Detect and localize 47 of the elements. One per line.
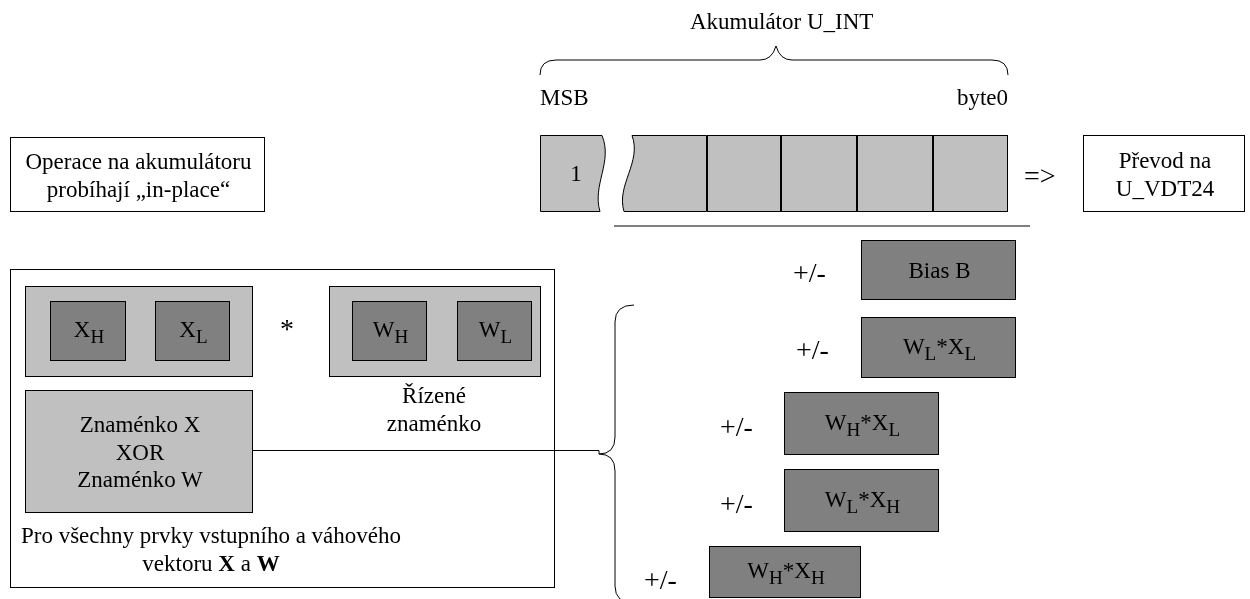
accumulator-cell bbox=[707, 135, 781, 212]
arrow-sign: => bbox=[1024, 159, 1056, 193]
box-text: X$_{H}$ bbox=[73, 316, 105, 348]
sign-label: +/- bbox=[793, 256, 826, 290]
byte-box bbox=[457, 301, 532, 361]
box-text: W$_{L}$*X$_{L}$ bbox=[902, 332, 977, 365]
byte-box bbox=[155, 301, 230, 361]
byte-box bbox=[50, 301, 126, 361]
box-text: W$_{L}$*X$_{H}$ bbox=[824, 485, 901, 518]
operand-box bbox=[784, 469, 939, 532]
loop-frame bbox=[10, 269, 555, 588]
accumulator-cell bbox=[781, 135, 857, 212]
operator-sign: * bbox=[280, 312, 294, 346]
sign-label: +/- bbox=[796, 333, 829, 367]
sign-label: +/- bbox=[720, 410, 753, 444]
operand-box bbox=[709, 546, 861, 598]
caption-text: Pro všechny prvky vstupního a váhového vektoru X a W bbox=[19, 522, 403, 578]
conversion-box bbox=[1083, 135, 1245, 212]
sign-box bbox=[25, 390, 253, 513]
caption-text: Znaménko X XOR Znaménko W bbox=[76, 411, 204, 494]
box-text: W$_{H}$*X$_{L}$ bbox=[824, 408, 901, 441]
box-text: Operace na akumulátoru probíhají „in-place“ bbox=[24, 147, 253, 204]
box-text: W$_{H}$ bbox=[372, 316, 409, 348]
connector-line bbox=[251, 450, 600, 455]
bit-label: byte0 bbox=[956, 84, 1008, 112]
box-text: Bias B bbox=[908, 257, 971, 285]
sign-label: +/- bbox=[644, 563, 677, 597]
accumulator-cell bbox=[933, 135, 1008, 212]
operand-box bbox=[861, 240, 1016, 300]
weight-group-box bbox=[329, 286, 541, 377]
box-text: W$_{H}$*X$_{H}$ bbox=[747, 557, 825, 589]
box-text: 1 bbox=[570, 159, 582, 188]
curly-brace bbox=[598, 304, 634, 599]
group-caption: Řízené znaménko bbox=[385, 382, 483, 438]
box-text: Převod na U_VDT24 bbox=[1114, 146, 1216, 203]
accumulator-cell bbox=[857, 135, 933, 212]
bit-label: MSB bbox=[540, 84, 589, 112]
box-text: X$_{L}$ bbox=[179, 316, 208, 348]
sign-label: +/- bbox=[720, 487, 753, 521]
note-box bbox=[10, 137, 265, 212]
operand-box bbox=[861, 317, 1016, 378]
operand-box bbox=[784, 392, 939, 455]
register-title: Akumulátor U_INT bbox=[690, 8, 874, 36]
box-text: W$_{L}$ bbox=[478, 316, 513, 348]
input-group-box bbox=[25, 286, 253, 377]
accumulator-cell bbox=[622, 135, 707, 212]
byte-box bbox=[352, 301, 427, 361]
